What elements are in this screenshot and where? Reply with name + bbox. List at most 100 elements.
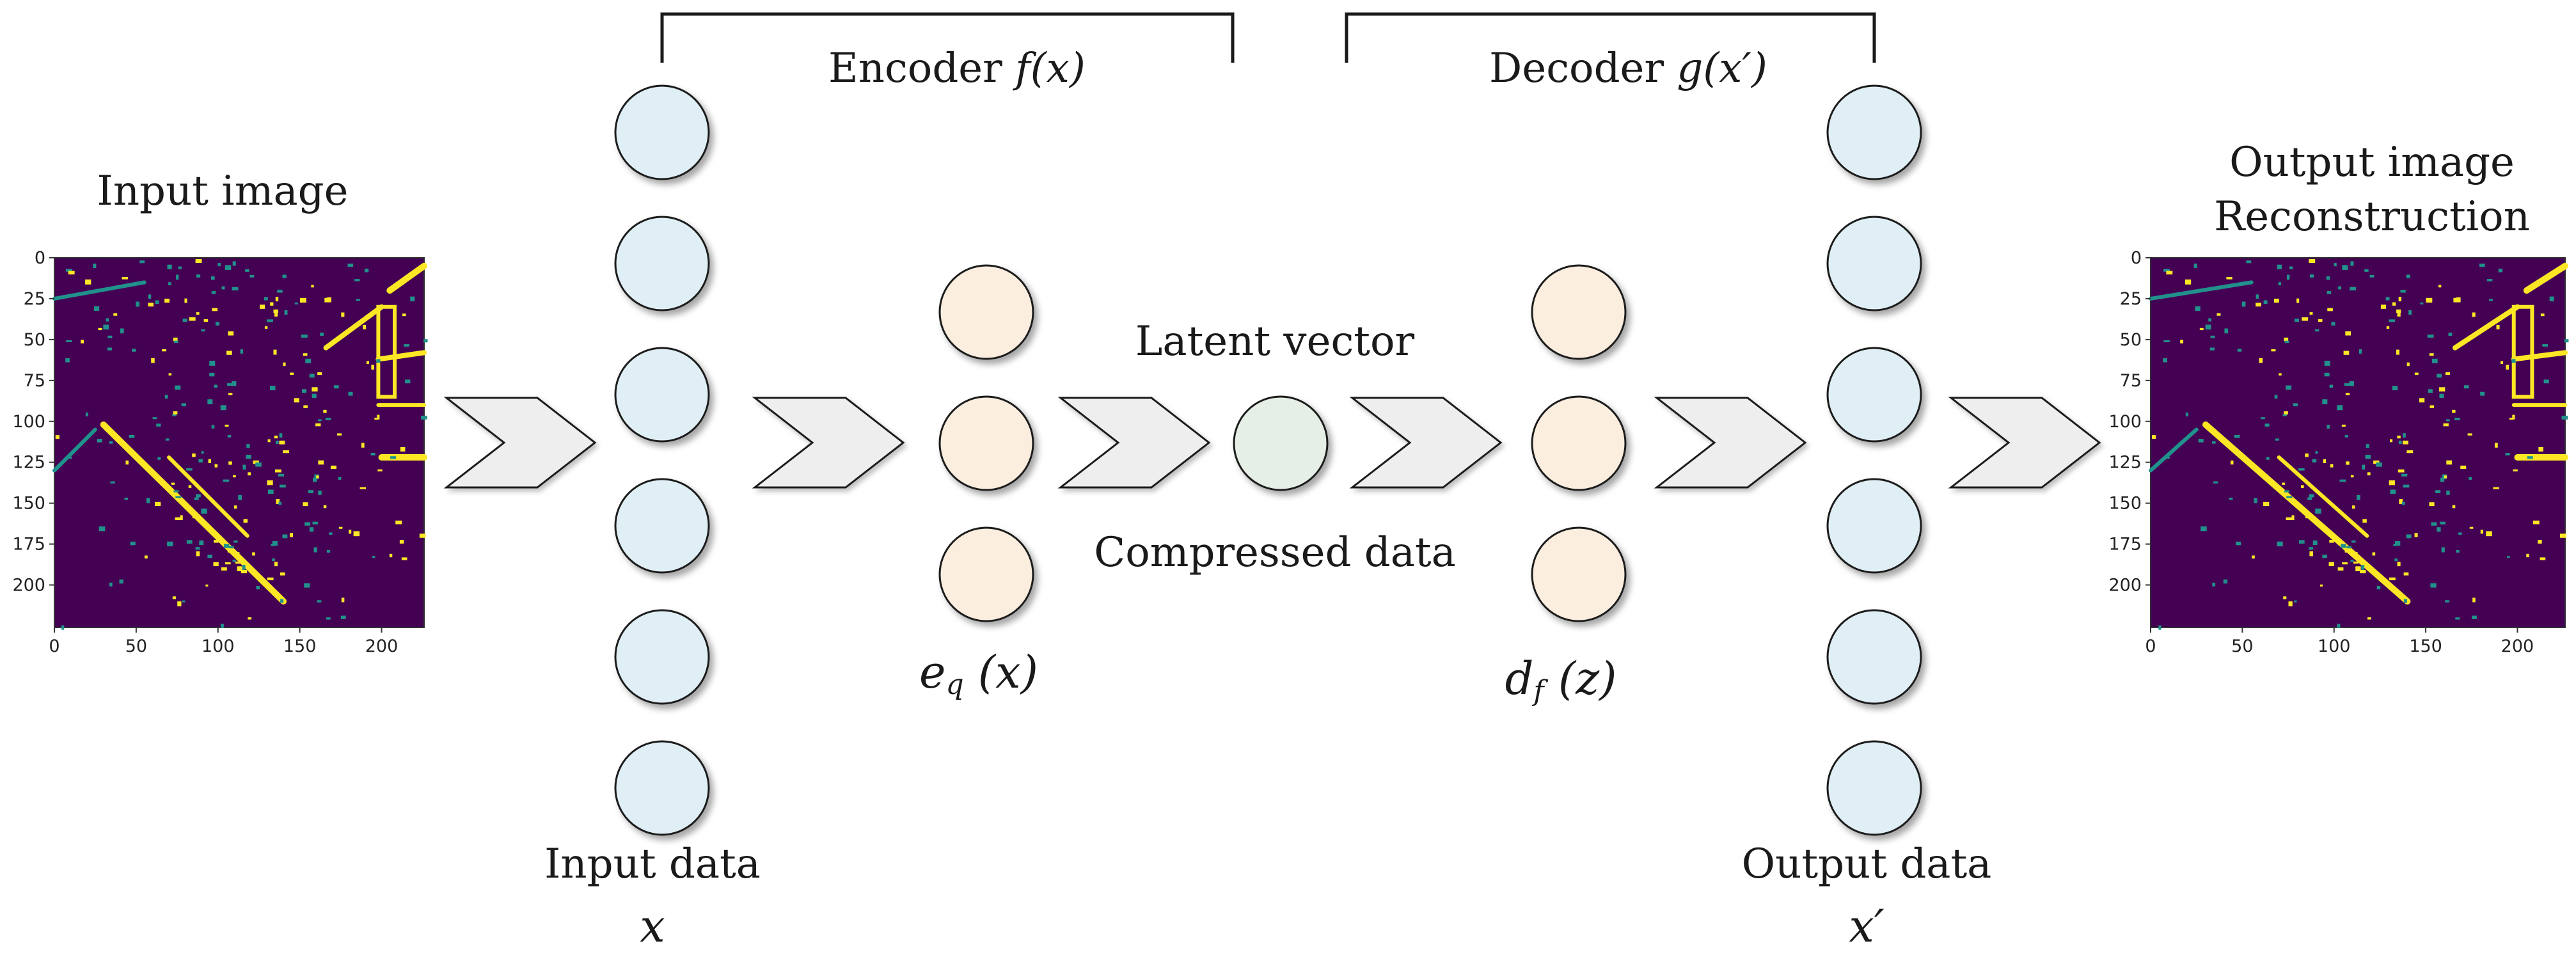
output-image-speckle (2509, 418, 2514, 420)
input-image-speckle (277, 290, 283, 293)
output-image-speckle (2216, 313, 2221, 316)
output-image-speckle (2403, 433, 2406, 438)
output-image-edge-3 (2149, 280, 2254, 301)
input-image-speckle (240, 349, 243, 354)
input-image-speckle (146, 498, 150, 503)
input-image-speckle (272, 558, 275, 562)
input-image-speckle (256, 585, 260, 590)
output-image-speckle (2309, 551, 2314, 556)
input-image-speckle (107, 335, 113, 338)
output-image-speckle (2441, 547, 2445, 553)
input-image-speckle (225, 562, 231, 565)
output-image-speckle (2402, 440, 2408, 445)
input-image-speckle (235, 551, 240, 556)
input-var-label: x (640, 900, 665, 952)
output-image-speckle (2312, 459, 2317, 462)
output-image-speckle (2443, 423, 2449, 427)
output-image-speckle (2344, 550, 2350, 553)
output-layer-node-6 (1826, 740, 1922, 836)
input-image-speckle (253, 460, 259, 464)
decoder-layer-node-3 (1531, 526, 1627, 622)
input-image-speckle (208, 459, 211, 463)
output-image-speckle (2360, 570, 2366, 574)
input-image-speckle (242, 565, 246, 570)
output-image-speckle (2286, 517, 2292, 521)
output-image-speckle (2294, 319, 2299, 322)
output-image-speckle (2397, 313, 2401, 317)
input-image-speckle (312, 387, 318, 392)
input-image-speckle (309, 374, 315, 378)
output-image-speckle (2361, 565, 2365, 570)
input-image-speckle (303, 405, 308, 408)
output-image-speckle (2210, 335, 2215, 338)
output-image-speckle (2286, 385, 2292, 390)
input-image-speckle (312, 393, 317, 399)
input-image-speckle (156, 423, 161, 427)
input-image-speckle (304, 522, 311, 526)
output-image-speckle (2224, 328, 2229, 334)
output-image-speckle (2345, 331, 2351, 336)
output-image-speckle (2438, 285, 2442, 288)
output-image-speckle (2327, 308, 2333, 312)
input-image-speckle (255, 462, 262, 467)
input-image-speckle (148, 303, 154, 307)
output-image-speckle (2350, 287, 2357, 291)
output-layer-node-3 (1826, 347, 1922, 443)
input-image-edge-2 (167, 455, 249, 538)
output-image-speckle (2440, 477, 2445, 482)
input-image-speckle (66, 340, 72, 342)
input-image-speckle (309, 527, 314, 532)
output-image-speckle (2329, 384, 2334, 388)
output-image-ytick-label: 175 (2108, 535, 2142, 555)
output-image-speckle (2275, 438, 2279, 441)
output-image-speckle (2288, 601, 2293, 606)
input-image-xtick-label: 50 (125, 636, 147, 656)
output-image-speckle (2350, 559, 2354, 562)
input-image-speckle (389, 553, 393, 558)
output-image-speckle (2389, 439, 2393, 443)
output-image-speckle (2327, 291, 2332, 294)
input-image-speckle (267, 319, 273, 322)
input-image-speckle (229, 546, 234, 549)
output-image-speckle (2505, 453, 2510, 456)
input-image-speckle (223, 479, 230, 482)
input-image-speckle (172, 414, 177, 416)
input-image-edge-9 (323, 304, 384, 351)
output-image-xtick-label: 200 (2501, 636, 2534, 656)
output-image-speckle (2397, 436, 2401, 439)
output-image-speckle (2406, 362, 2410, 367)
input-image-speckle (168, 373, 172, 376)
output-image-speckle (2254, 498, 2257, 503)
output-image-speckle (2305, 515, 2310, 519)
output-image-speckle (2362, 519, 2367, 523)
output-image-frame-structure (2511, 304, 2534, 399)
input-image-speckle (313, 547, 317, 553)
input-layer-node-6 (614, 740, 710, 836)
input-image-speckle (294, 302, 298, 304)
output-image-speckle (2165, 456, 2170, 459)
output-image-speckle (2341, 544, 2346, 548)
input-image-ytick-label: 200 (12, 576, 45, 596)
input-image-speckle (245, 269, 249, 272)
output-image-speckle (2353, 551, 2358, 556)
input-image-speckle (226, 351, 232, 355)
output-image-speckle (2209, 347, 2215, 351)
output-image-speckle (2469, 526, 2474, 529)
input-image-speckle (136, 301, 139, 307)
output-image-ytick-label: 75 (2120, 371, 2142, 391)
output-image-speckle (2352, 505, 2355, 509)
input-image-speckle (301, 389, 307, 393)
output-image-speckle (2533, 520, 2540, 525)
input-image-speckle (188, 485, 192, 489)
output-image-speckle (2367, 617, 2371, 620)
output-image-speckle (2286, 496, 2293, 498)
input-image-speckle (66, 269, 72, 272)
input-image-speckle (347, 264, 354, 267)
input-image-speckle (192, 515, 197, 519)
input-image-speckle (175, 274, 179, 280)
input-image-speckle (371, 365, 374, 370)
output-image-speckle (2274, 395, 2278, 399)
input-image-speckle (124, 497, 129, 500)
output-image-speckle (2406, 534, 2412, 539)
output-image-edge-9 (2452, 304, 2520, 351)
